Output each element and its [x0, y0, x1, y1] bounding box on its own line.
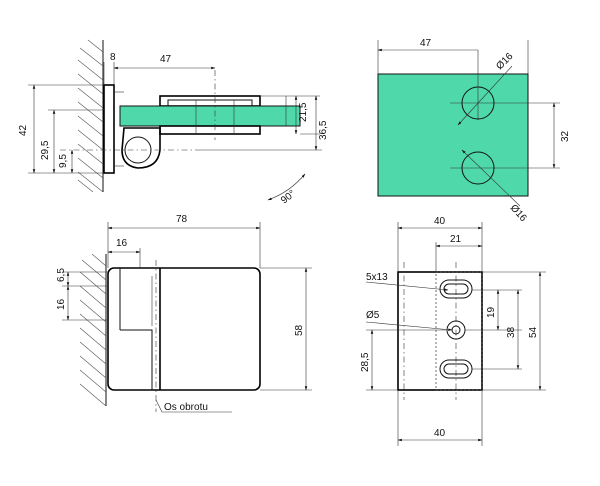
dim-78: 78	[176, 214, 188, 225]
hinge-body-front	[107, 267, 261, 391]
slot-label: 5x13	[366, 272, 388, 283]
dim-9-5: 9,5	[58, 154, 69, 168]
dim-40-bottom: 40	[434, 428, 446, 439]
dim-58: 58	[294, 324, 305, 336]
hole-label: Ø5	[366, 310, 380, 321]
glass-pane-side	[119, 105, 301, 127]
dim-16-top: 16	[116, 238, 128, 249]
dim-8: 8	[110, 52, 116, 63]
glass-pane-face	[377, 73, 529, 197]
dim-40-top: 40	[434, 216, 446, 227]
dim-28-5: 28,5	[360, 352, 371, 372]
dim-19: 19	[486, 306, 497, 318]
dim-47-glass: 47	[420, 38, 432, 49]
glass-view: 47 32 Ø16 Ø16	[377, 38, 571, 225]
pivot-axis-label: Os obrotu	[164, 402, 208, 413]
dim-16-side: 16	[56, 298, 67, 310]
dia-16-top: Ø16	[494, 51, 515, 72]
dim-38: 38	[506, 326, 517, 338]
wall-hatching-bottom	[79, 253, 107, 407]
clamp-top	[159, 95, 261, 107]
dim-21-5: 21,5	[298, 102, 309, 122]
dim-54: 54	[528, 326, 539, 338]
side-view: 8 47 42 29,5 9,5 21,5 36,5 90°	[18, 39, 329, 206]
dim-36-5: 36,5	[318, 120, 329, 140]
dim-32: 32	[560, 130, 571, 142]
dia-16-bottom: Ø16	[508, 203, 529, 225]
front-view: 78 16 58 6,5 16 Os obrotu	[56, 214, 312, 413]
angle-90: 90°	[279, 188, 298, 206]
clamp-bottom	[159, 125, 261, 135]
plate-view: 40 21 5x13 Ø5 19 38 54 28,5 40	[360, 216, 546, 446]
dim-47-side: 47	[160, 54, 172, 65]
dim-6-5: 6,5	[56, 268, 67, 282]
wall-plate	[103, 84, 115, 174]
wall-hatching-top	[77, 39, 104, 193]
dim-21: 21	[450, 234, 462, 245]
dim-29-5: 29,5	[40, 140, 51, 160]
pivot-knuckle	[121, 127, 161, 169]
dim-42: 42	[18, 124, 29, 136]
